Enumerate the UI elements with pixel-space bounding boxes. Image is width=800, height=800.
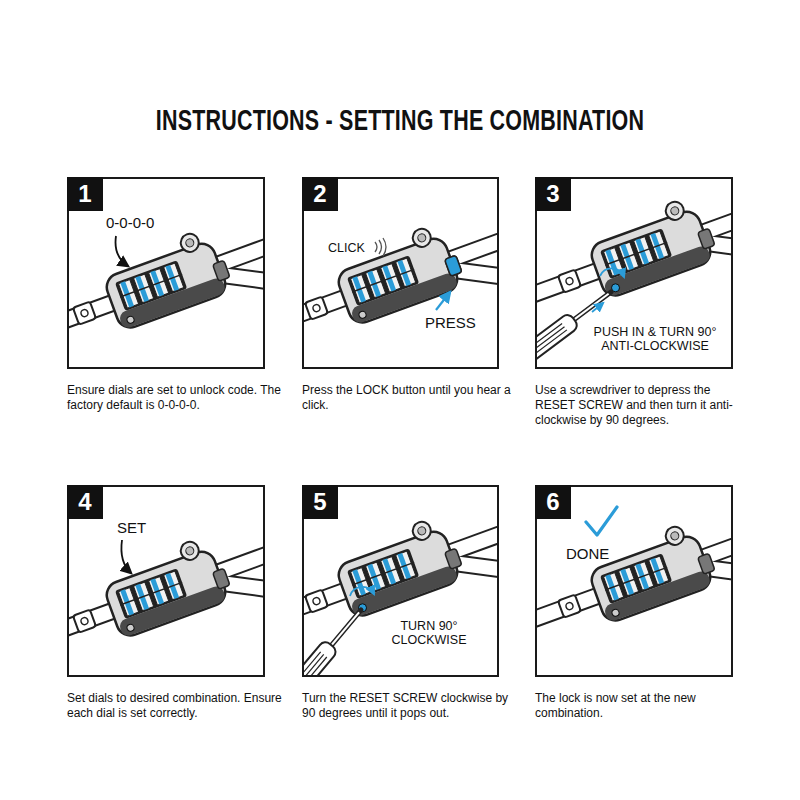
step-number-badge: 6 (535, 485, 571, 519)
turn-arrow (600, 268, 624, 277)
lock-button-highlight (445, 255, 462, 276)
callout-label: TURN 90° CLOCKWISE (383, 619, 475, 648)
step-number: 6 (546, 490, 559, 514)
step-number: 3 (546, 182, 559, 206)
step-number: 5 (313, 490, 326, 514)
step-number-badge: 3 (535, 177, 571, 211)
turn-arrow (350, 587, 374, 596)
cable-lock (303, 178, 498, 368)
step-caption: The lock is now set at the new combinati… (535, 691, 750, 721)
callout-label: 0-0-0-0 (106, 214, 186, 231)
step-caption: Press the LOCK button until you hear a c… (302, 383, 517, 413)
cable-lock (303, 486, 498, 676)
cable-lock (536, 178, 732, 368)
step-number: 2 (313, 182, 326, 206)
pointer-arrow (121, 540, 131, 573)
push-arrow (592, 303, 603, 312)
callout-label: SET (117, 519, 167, 536)
diagram-title: INSTRUCTIONS - SETTING THE COMBINATION (104, 104, 696, 137)
callout-label: PUSH IN & TURN 90° ANTI-CLOCKWISE (580, 325, 730, 354)
click-sound-wave (383, 238, 386, 256)
cable-lock (68, 486, 264, 676)
press-arrow (436, 292, 450, 310)
step-panel: Set dials to desired combination. Ensure… (67, 485, 265, 677)
screwdriver (303, 604, 368, 676)
step-illustration (68, 178, 264, 368)
step-panel: The lock is now set at the new combinati… (535, 485, 733, 677)
step-illustration (536, 178, 732, 368)
step-number-badge: 2 (302, 177, 338, 211)
callout-label: PRESS (425, 314, 485, 331)
step-caption: Set dials to desired combination. Ensure… (67, 691, 282, 721)
step-number-badge: 1 (67, 177, 103, 211)
step-panel: Turn the RESET SCREW clockwise by 90 deg… (302, 485, 499, 677)
step-illustration (303, 178, 498, 368)
step-caption: Ensure dials are set to unlock code. The… (67, 383, 282, 413)
step-number-badge: 4 (67, 485, 103, 519)
step-caption: Turn the RESET SCREW clockwise by 90 deg… (302, 691, 517, 721)
lock-button (445, 255, 462, 276)
cable-lock (536, 486, 732, 676)
step-number-badge: 5 (302, 485, 338, 519)
step-number: 4 (78, 490, 91, 514)
callout-label: DONE (566, 545, 626, 562)
step-illustration (68, 486, 264, 676)
pointer-arrow (116, 236, 129, 266)
step-panel: Ensure dials are set to unlock code. The… (67, 177, 265, 369)
done-checkmark (586, 507, 617, 535)
step-illustration (303, 486, 498, 676)
step-panel: Press the LOCK button until you hear a c… (302, 177, 499, 369)
cable-lock (68, 178, 264, 368)
step-number: 1 (78, 182, 91, 206)
step-illustration (536, 486, 732, 676)
click-sound-wave (375, 242, 377, 252)
click-sound-wave (379, 240, 382, 254)
callout-label: CLICK (328, 241, 374, 255)
step-caption: Use a screwdriver to depress the RESET S… (535, 383, 750, 428)
